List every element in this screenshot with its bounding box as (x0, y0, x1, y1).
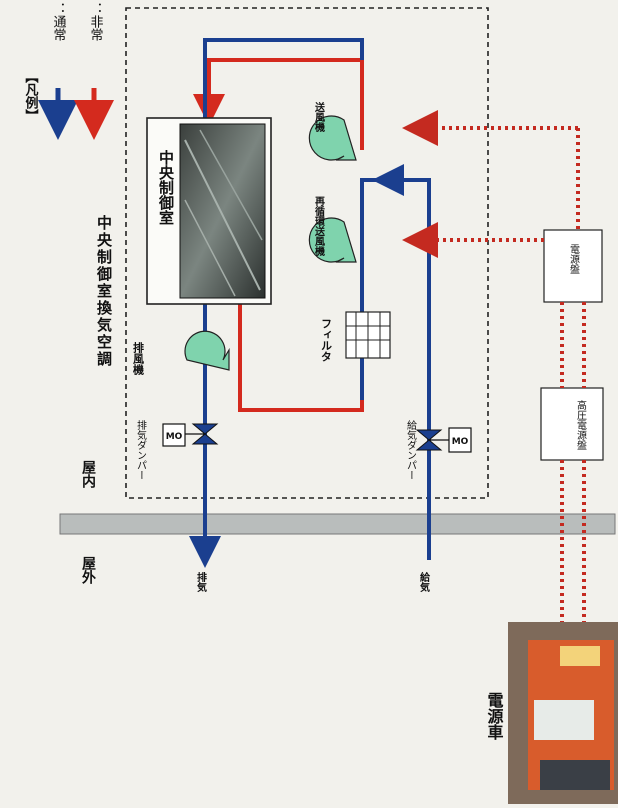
diagram-title: 中央制御室換気空調 (95, 214, 113, 368)
exhaust-damper-label: 排気ダンパー (135, 419, 147, 480)
filter-label: フィルタ (320, 318, 333, 362)
intake-damper-label: 給気ダンパー (405, 419, 417, 480)
control-room-label: 中央制御室 (157, 149, 175, 225)
filter-unit (346, 312, 390, 358)
power-panel-label: 電源盤 (568, 244, 580, 274)
intake-flow-label: 給気 (418, 571, 431, 593)
wall-band (60, 514, 615, 534)
exhaust-flow-label: 排気 (195, 571, 208, 593)
legend-normal-label: ：通常 (51, 2, 67, 41)
indoor-label: 屋内 (80, 460, 96, 489)
power-vehicle-label: 電源車 (485, 692, 504, 741)
exhaust-damper (185, 424, 217, 444)
legend-emergency-label: ：非常 (88, 2, 104, 41)
intake-damper (417, 430, 449, 450)
intake-mo-label: MO (452, 437, 469, 447)
power-vehicle-photo (508, 622, 618, 804)
legend-heading: 【凡例】 (23, 70, 39, 122)
exhaust-fan (185, 331, 229, 370)
outdoor-label: 屋外 (80, 556, 96, 585)
exhaust-fan-label: 排風機 (132, 341, 145, 376)
exhaust-mo-label: MO (166, 432, 183, 442)
supply-duct (362, 180, 429, 560)
hv-panel-box (541, 388, 603, 460)
hv-panel-label: 高圧電源盤 (575, 399, 587, 450)
normal-supply-top (205, 40, 362, 118)
